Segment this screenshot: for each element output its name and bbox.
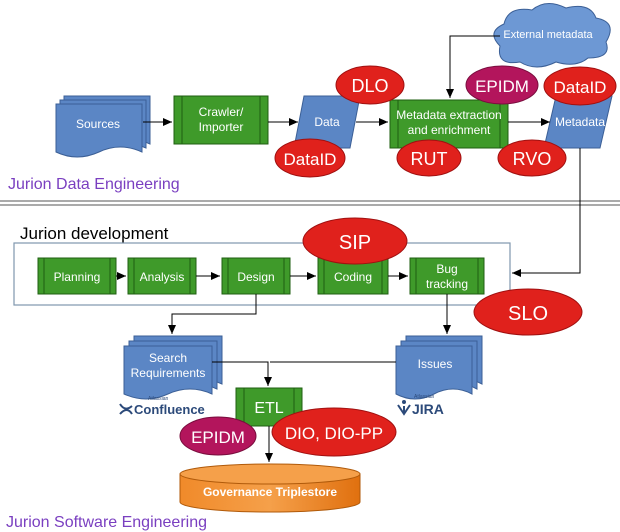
dio-ellipse: DIO, DIO-PP — [271, 407, 397, 457]
svg-text:Atlassian: Atlassian — [414, 394, 435, 400]
svg-text:Planning: Planning — [54, 270, 101, 284]
dataid-ellipse-bottom: DataID — [274, 138, 346, 178]
crawler-label-line2: Importer — [199, 120, 244, 134]
epidm-ellipse-top: EPIDM — [465, 65, 539, 105]
jira-icon — [397, 400, 411, 416]
svg-text:tracking: tracking — [426, 277, 468, 291]
confluence-logo: Atlassian Confluence — [119, 396, 205, 417]
dataid-ellipse-top: DataID — [543, 66, 617, 106]
svg-text:SLO: SLO — [508, 303, 548, 325]
svg-text:DLO: DLO — [351, 76, 388, 96]
rvo-ellipse: RVO — [497, 139, 567, 177]
svg-text:DataID: DataID — [554, 78, 607, 97]
sip-ellipse: SIP — [302, 217, 408, 265]
svg-text:RVO: RVO — [513, 149, 552, 169]
jira-logo: Atlassian JIRA — [397, 394, 444, 417]
svg-text:ETL: ETL — [254, 400, 283, 417]
governance-triplestore-db: Governance Triplestore — [179, 463, 361, 513]
step-planning: Planning — [37, 257, 117, 295]
slo-ellipse: SLO — [473, 288, 583, 336]
step-design: Design — [221, 257, 291, 295]
svg-text:DIO, DIO-PP: DIO, DIO-PP — [285, 424, 383, 443]
svg-text:JIRA: JIRA — [412, 401, 444, 417]
svg-text:Analysis: Analysis — [140, 270, 185, 284]
external-metadata-cloud: External metadata — [493, 3, 611, 68]
svg-text:Issues: Issues — [418, 357, 453, 371]
svg-text:EPIDM: EPIDM — [475, 77, 529, 96]
svg-text:Confluence: Confluence — [134, 402, 205, 417]
data-parallelogram: Data — [293, 95, 361, 149]
svg-text:Bug: Bug — [436, 262, 457, 276]
rut-ellipse: RUT — [396, 139, 462, 177]
svg-text:Governance Triplestore: Governance Triplestore — [203, 485, 337, 499]
data-engineering-title: Jurion Data Engineering — [8, 176, 180, 193]
crawler-label-line1: Crawler/ — [199, 105, 244, 119]
search-requirements-document: Search Requirements — [123, 335, 223, 400]
svg-text:EPIDM: EPIDM — [191, 428, 245, 447]
extraction-label-line2: and enrichment — [408, 123, 491, 137]
svg-text:SIP: SIP — [339, 232, 371, 254]
svg-text:Requirements: Requirements — [131, 366, 206, 380]
bottom-arrows — [168, 294, 451, 462]
svg-text:RUT: RUT — [411, 149, 448, 169]
svg-text:Design: Design — [237, 270, 274, 284]
metadata-extraction-process: Metadata extraction and enrichment — [389, 99, 509, 149]
confluence-icon — [119, 403, 133, 415]
development-title: Jurion development — [20, 224, 169, 243]
top-arrows — [143, 35, 550, 126]
step-analysis: Analysis — [127, 257, 197, 295]
development-frame — [13, 242, 511, 306]
svg-text:DataID: DataID — [284, 150, 337, 169]
step-bug-tracking: Bug tracking — [409, 257, 485, 295]
issues-document: Issues — [395, 335, 483, 400]
svg-text:Atlassian: Atlassian — [148, 396, 169, 402]
metadata-parallelogram: Metadata — [543, 95, 613, 149]
svg-text:Coding: Coding — [334, 270, 372, 284]
external-metadata-label: External metadata — [503, 29, 593, 41]
data-label: Data — [314, 115, 340, 129]
extraction-label-line1: Metadata extraction — [396, 108, 501, 122]
sources-label: Sources — [76, 117, 120, 131]
dlo-ellipse: DLO — [335, 65, 405, 105]
epidm-ellipse-bottom: EPIDM — [179, 416, 257, 456]
software-engineering-title: Jurion Software Engineering — [6, 514, 207, 531]
svg-text:Search: Search — [149, 351, 187, 365]
crawler-importer-process: Crawler/ Importer — [173, 95, 269, 145]
sources-document: Sources — [55, 95, 151, 158]
middle-arrows — [116, 148, 581, 280]
metadata-label: Metadata — [555, 115, 605, 129]
